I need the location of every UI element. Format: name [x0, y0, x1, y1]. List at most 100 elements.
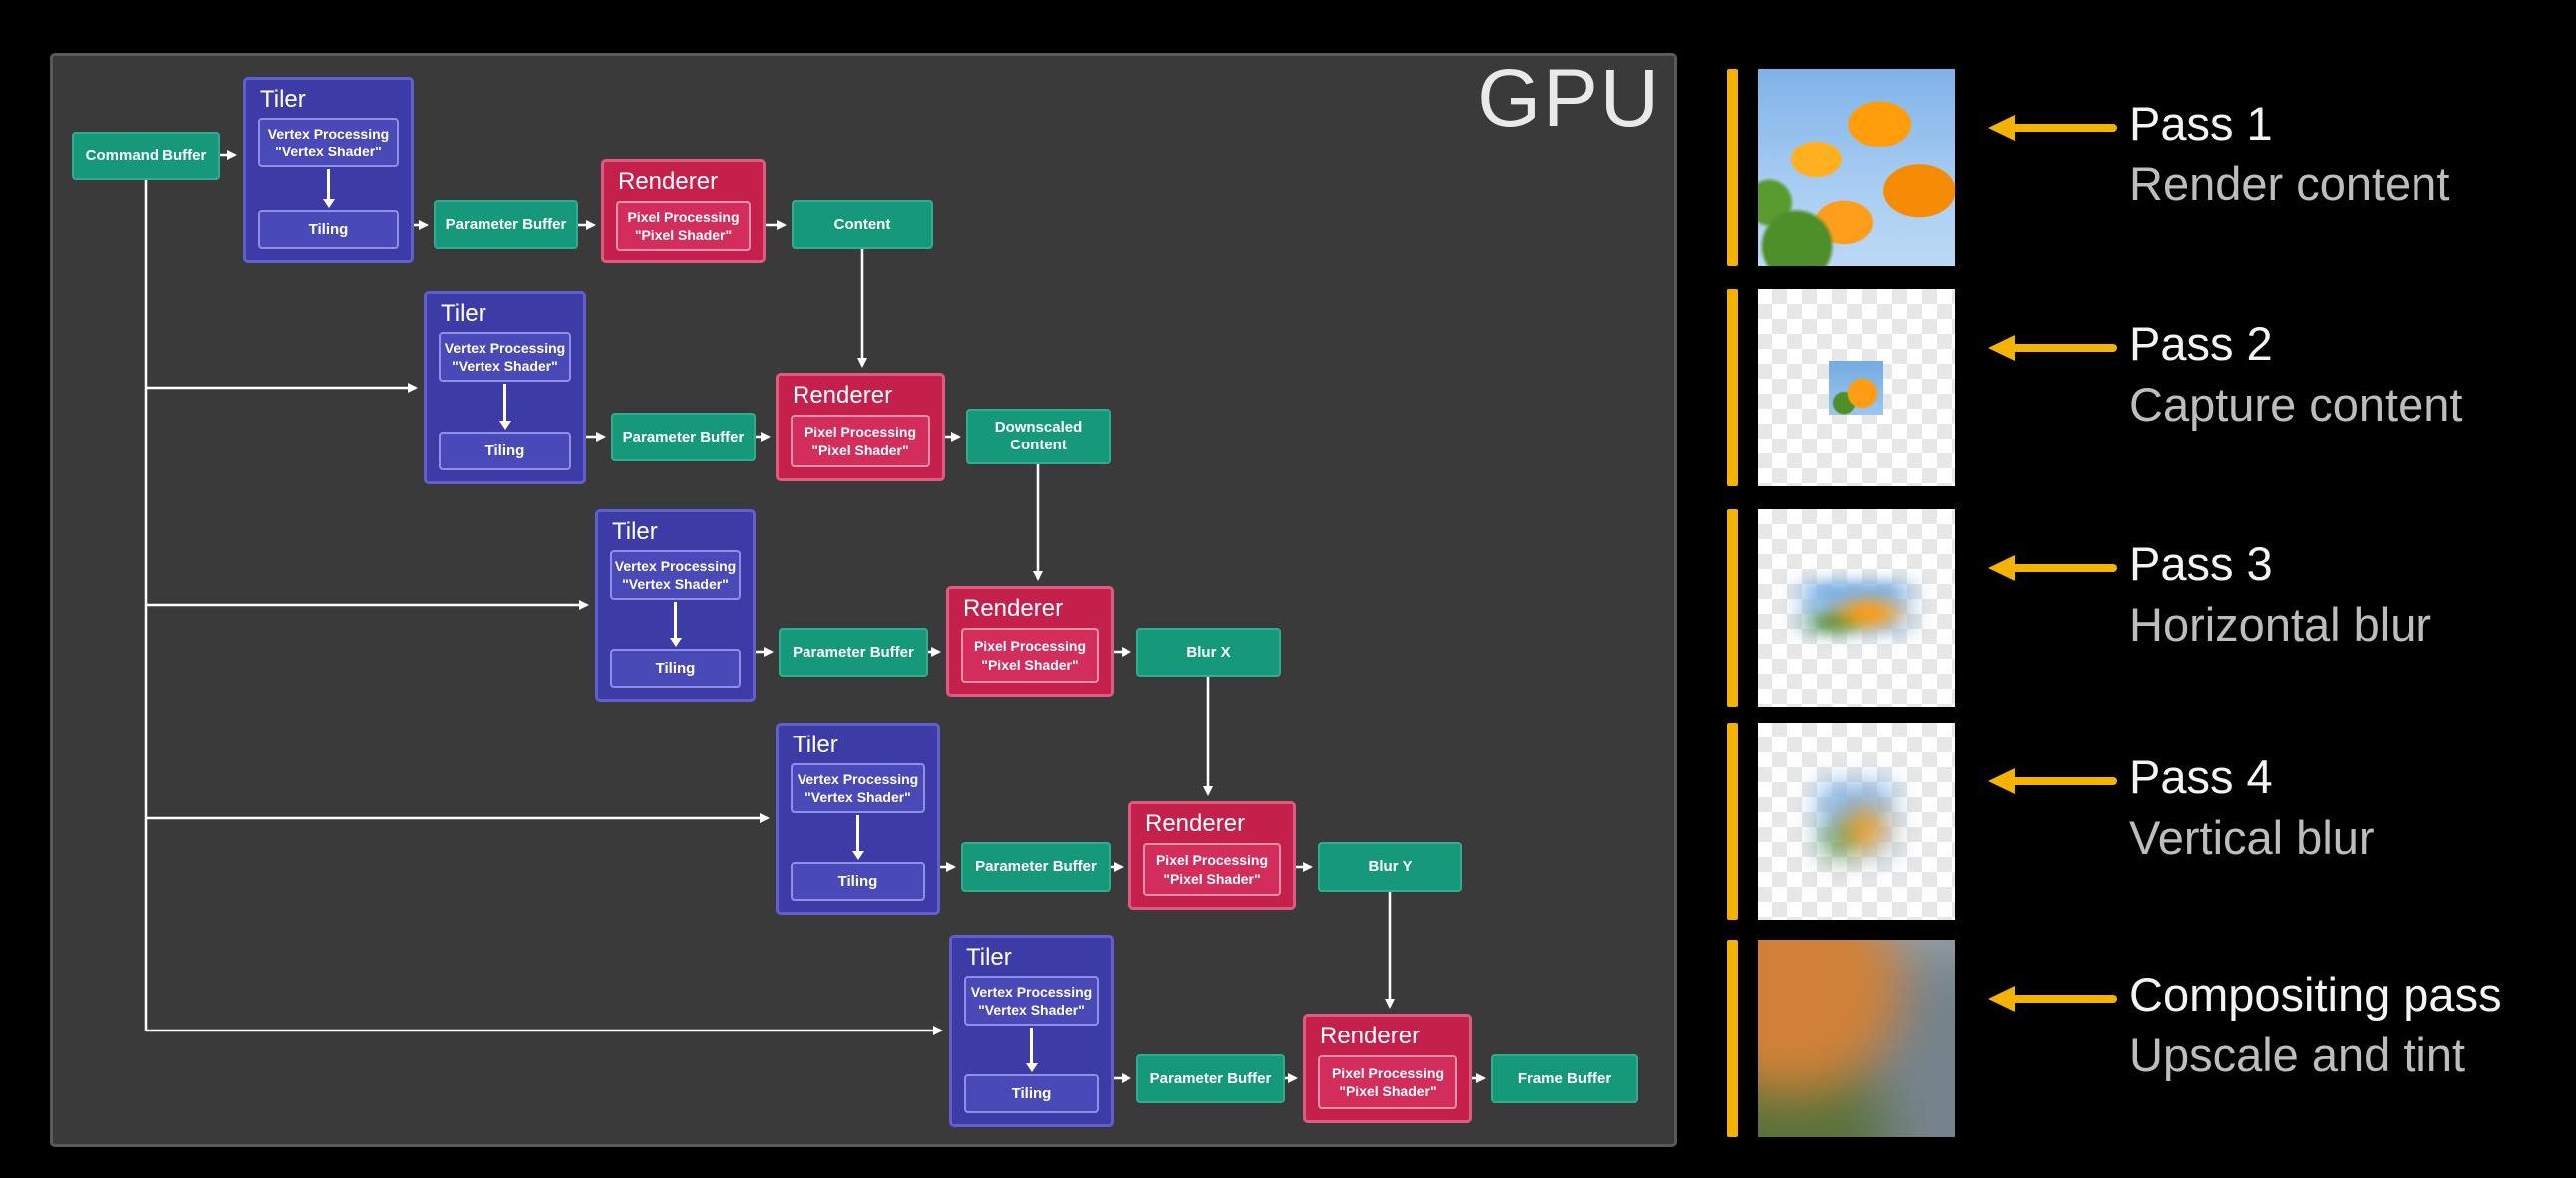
pixel-processing-line1: Pixel Processing [804, 424, 917, 441]
renderer-box-1: Renderer Pixel Processing "Pixel Shader" [601, 159, 766, 263]
pass-title: Pass 4 [2129, 750, 2273, 803]
left-arrow-icon [1988, 335, 2117, 361]
vertex-processing-line2: "Vertex Shader" [275, 144, 382, 160]
vertex-processing-line1: Vertex Processing [444, 340, 566, 356]
tiler-box-1: Tiler Vertex Processing "Vertex Shader" … [243, 77, 414, 263]
pass-accent-bar [1727, 289, 1738, 486]
vertex-processing-box: Vertex Processing "Vertex Shader" [439, 332, 571, 383]
pixel-processing-line2: "Pixel Shader" [811, 442, 909, 458]
pixel-processing-box: Pixel Processing "Pixel Shader" [616, 201, 751, 252]
pass-accent-bar [1727, 69, 1738, 266]
left-arrow-icon [1988, 768, 2117, 794]
renderer-title: Renderer [963, 595, 1064, 622]
vertex-processing-line2: "Vertex Shader" [452, 358, 558, 375]
tiling-box: Tiling [791, 862, 925, 901]
tiling-box: Tiling [258, 210, 399, 249]
blur-y-box: Blur Y [1318, 842, 1462, 892]
pixel-processing-line1: Pixel Processing [627, 209, 740, 225]
renderer-box-2: Renderer Pixel Processing "Pixel Shader" [776, 373, 945, 481]
renderer-title: Renderer [1145, 810, 1246, 837]
pass1-thumbnail [1758, 69, 1955, 266]
pass-row-1: Pass 1 Render content [1727, 69, 2576, 266]
tiler-title: Tiler [612, 518, 658, 545]
pass-row-2: Pass 2 Capture content [1727, 289, 2576, 486]
vertex-processing-box: Vertex Processing "Vertex Shader" [610, 550, 741, 601]
vertical-blur-image [1819, 784, 1893, 858]
tiler-title: Tiler [441, 300, 486, 327]
left-arrow-icon [1988, 555, 2117, 581]
renderer-box-5: Renderer Pixel Processing "Pixel Shader" [1303, 1014, 1472, 1123]
pass-title: Pass 2 [2129, 317, 2273, 370]
command-buffer-box: Command Buffer [72, 132, 220, 180]
frame-buffer-box: Frame Buffer [1491, 1054, 1638, 1103]
pass-row-4: Pass 4 Vertical blur [1727, 723, 2576, 920]
gpu-panel-title: GPU [1477, 53, 1661, 144]
vertex-processing-box: Vertex Processing "Vertex Shader" [258, 118, 399, 168]
renderer-box-4: Renderer Pixel Processing "Pixel Shader" [1128, 801, 1296, 910]
vertex-processing-line1: Vertex Processing [970, 984, 1093, 1000]
tiler-title: Tiler [966, 944, 1012, 971]
vertex-processing-box: Vertex Processing "Vertex Shader" [791, 763, 925, 814]
blur-x-box: Blur X [1136, 628, 1281, 677]
pass-accent-bar [1727, 940, 1738, 1137]
pixel-processing-line2: "Pixel Shader" [634, 227, 733, 244]
left-arrow-icon [1988, 986, 2117, 1012]
down-arrow-icon [791, 813, 925, 862]
vertex-processing-line1: Vertex Processing [797, 771, 919, 787]
vertex-processing-line1: Vertex Processing [614, 558, 737, 574]
pass-subtitle: Horizontal blur [2129, 598, 2432, 651]
pixel-processing-box: Pixel Processing "Pixel Shader" [1143, 843, 1281, 896]
pixel-processing-box: Pixel Processing "Pixel Shader" [791, 415, 930, 467]
captured-content-image [1829, 361, 1883, 415]
pixel-processing-line2: "Pixel Shader" [1339, 1083, 1437, 1099]
pixel-processing-box: Pixel Processing "Pixel Shader" [961, 628, 1099, 683]
tiler-title: Tiler [793, 732, 838, 758]
renderer-box-3: Renderer Pixel Processing "Pixel Shader" [946, 586, 1114, 697]
vertex-processing-line1: Vertex Processing [267, 126, 390, 142]
tiling-box: Tiling [964, 1074, 1099, 1113]
tiler-title: Tiler [260, 86, 306, 113]
pass-subtitle: Render content [2129, 157, 2450, 210]
parameter-buffer-box-3: Parameter Buffer [779, 628, 928, 677]
pass-row-3: Pass 3 Horizontal blur [1727, 509, 2576, 707]
vertex-processing-line2: "Vertex Shader" [622, 576, 729, 593]
pixel-processing-line1: Pixel Processing [1155, 852, 1269, 869]
pass-accent-bar [1727, 509, 1738, 707]
down-arrow-icon [439, 382, 571, 432]
renderer-title: Renderer [1320, 1023, 1421, 1049]
composited-blurred-image [1758, 940, 1955, 1137]
left-arrow-icon [1988, 115, 2117, 141]
pixel-processing-line1: Pixel Processing [973, 638, 1087, 655]
pixel-processing-box: Pixel Processing "Pixel Shader" [1318, 1055, 1457, 1109]
vertex-processing-line2: "Vertex Shader" [978, 1002, 1085, 1019]
horizontal-blur-image [1804, 581, 1908, 635]
parameter-buffer-box-2: Parameter Buffer [611, 413, 756, 461]
pass-accent-bar [1727, 723, 1738, 920]
content-box: Content [792, 200, 933, 249]
renderer-title: Renderer [618, 168, 719, 195]
tiling-box: Tiling [439, 432, 571, 470]
pass2-thumbnail [1758, 289, 1955, 486]
downscaled-content-box: Downscaled Content [966, 409, 1111, 464]
pixel-processing-line2: "Pixel Shader" [981, 656, 1079, 673]
pass-title: Pass 1 [2129, 97, 2273, 149]
pass-row-5: Compositing pass Upscale and tint [1727, 940, 2576, 1137]
pass5-thumbnail [1758, 940, 1955, 1137]
tiling-box: Tiling [610, 649, 741, 688]
down-arrow-icon [610, 600, 741, 649]
down-arrow-icon [258, 167, 399, 210]
parameter-buffer-box-1: Parameter Buffer [434, 200, 578, 249]
pass-subtitle: Upscale and tint [2129, 1029, 2466, 1081]
tiler-box-4: Tiler Vertex Processing "Vertex Shader" … [776, 723, 940, 915]
pass-subtitle: Vertical blur [2129, 811, 2375, 864]
vertex-processing-box: Vertex Processing "Vertex Shader" [964, 976, 1099, 1027]
tiler-box-3: Tiler Vertex Processing "Vertex Shader" … [595, 509, 756, 702]
vertex-processing-line2: "Vertex Shader" [805, 789, 911, 806]
pass-title: Compositing pass [2129, 968, 2502, 1021]
renderer-title: Renderer [793, 382, 893, 409]
tiler-box-5: Tiler Vertex Processing "Vertex Shader" … [949, 935, 1114, 1127]
down-arrow-icon [964, 1026, 1099, 1074]
tiler-box-2: Tiler Vertex Processing "Vertex Shader" … [424, 291, 586, 484]
pass4-thumbnail [1758, 723, 1955, 920]
